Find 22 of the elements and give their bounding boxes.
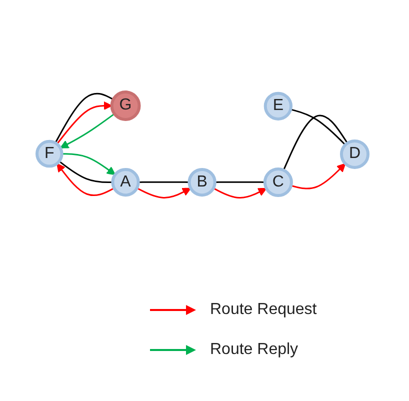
connector: [214, 181, 265, 184]
node-circle: D: [340, 140, 370, 170]
node-circle: G: [110, 90, 141, 122]
node-circle: C: [263, 168, 293, 198]
arrow: [62, 153, 116, 176]
node-circle: A: [111, 168, 140, 197]
arrow: [56, 163, 114, 196]
arrow: [213, 188, 267, 199]
node-circle: F: [36, 140, 64, 168]
arrow: [60, 113, 115, 148]
arrow: [56, 101, 112, 145]
legend-text: Route Reply: [210, 341, 298, 359]
connector: [58, 160, 113, 184]
connector: [138, 181, 190, 184]
node-circle: B: [188, 168, 216, 197]
legend-text: Route Request: [210, 301, 317, 319]
connector: [290, 108, 346, 146]
node-circle: E: [264, 92, 292, 121]
connector: [54, 92, 114, 144]
arrow: [290, 163, 346, 190]
arrow: [136, 188, 192, 199]
connector: [282, 114, 348, 171]
